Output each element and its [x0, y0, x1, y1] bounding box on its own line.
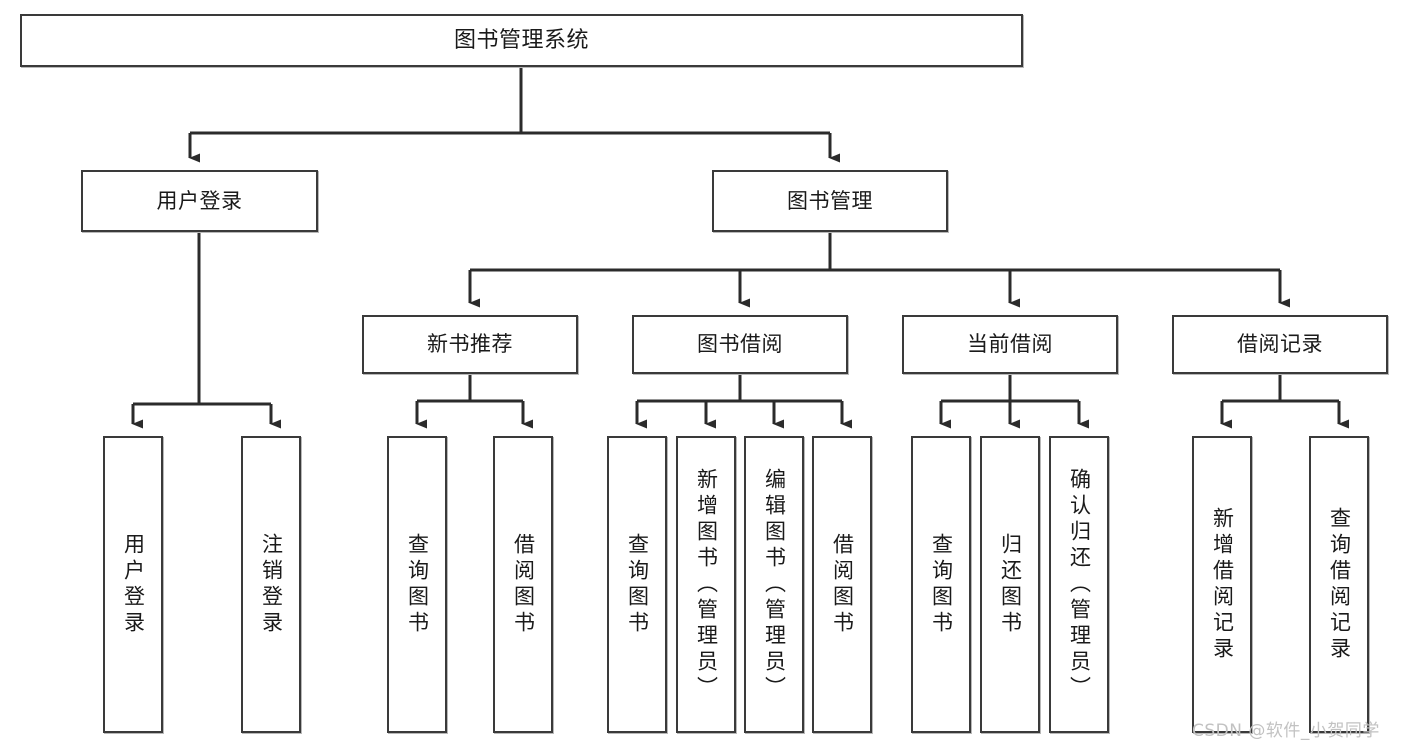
node-leaf-query-book-current[interactable]: 查询图书 [911, 436, 971, 733]
node-label: 查询借阅记录 [1327, 506, 1352, 663]
node-leaf-borrow-book[interactable]: 借阅图书 [812, 436, 872, 733]
node-label: 图书管理 [787, 188, 873, 213]
node-label: 编辑图书（管理员） [762, 467, 787, 702]
node-root-book-management-system[interactable]: 图书管理系统 [20, 14, 1023, 67]
node-user-login[interactable]: 用户登录 [81, 170, 318, 232]
node-label: 用户登录 [156, 188, 243, 213]
node-leaf-add-borrow-record[interactable]: 新增借阅记录 [1192, 436, 1252, 733]
node-leaf-user-login[interactable]: 用户登录 [103, 436, 163, 733]
node-borrow-record[interactable]: 借阅记录 [1172, 315, 1388, 374]
node-label: 确认归还（管理员） [1067, 467, 1092, 702]
node-leaf-return-book[interactable]: 归还图书 [980, 436, 1040, 733]
node-label: 借阅图书 [830, 532, 855, 637]
node-label: 用户登录 [121, 532, 146, 637]
node-label: 图书借阅 [697, 332, 783, 357]
node-leaf-query-book-borrow[interactable]: 查询图书 [607, 436, 667, 733]
node-book-borrow[interactable]: 图书借阅 [632, 315, 848, 374]
node-label: 借阅记录 [1237, 332, 1323, 357]
node-label: 新书推荐 [427, 332, 513, 357]
node-leaf-query-book-recommend[interactable]: 查询图书 [387, 436, 447, 733]
node-leaf-borrow-book-recommend[interactable]: 借阅图书 [493, 436, 553, 733]
csdn-watermark: CSDN @软件_小贺同学 [1192, 721, 1380, 741]
node-label: 图书管理系统 [453, 27, 589, 53]
node-leaf-edit-book-admin[interactable]: 编辑图书（管理员） [744, 436, 804, 733]
node-label: 当前借阅 [967, 332, 1053, 357]
node-leaf-query-borrow-record[interactable]: 查询借阅记录 [1309, 436, 1369, 733]
node-label: 归还图书 [998, 532, 1023, 637]
node-current-borrow[interactable]: 当前借阅 [902, 315, 1118, 374]
node-label: 注销登录 [259, 532, 284, 637]
node-leaf-confirm-return-admin[interactable]: 确认归还（管理员） [1049, 436, 1109, 733]
node-label: 借阅图书 [511, 532, 536, 637]
node-book-management[interactable]: 图书管理 [712, 170, 948, 232]
node-leaf-logout[interactable]: 注销登录 [241, 436, 301, 733]
node-label: 查询图书 [405, 532, 430, 637]
node-label: 查询图书 [929, 532, 954, 637]
node-label: 查询图书 [625, 532, 650, 637]
node-new-book-recommend[interactable]: 新书推荐 [362, 315, 578, 374]
node-label: 新增图书（管理员） [694, 467, 719, 702]
node-label: 新增借阅记录 [1210, 506, 1235, 663]
node-leaf-add-book-admin[interactable]: 新增图书（管理员） [676, 436, 736, 733]
